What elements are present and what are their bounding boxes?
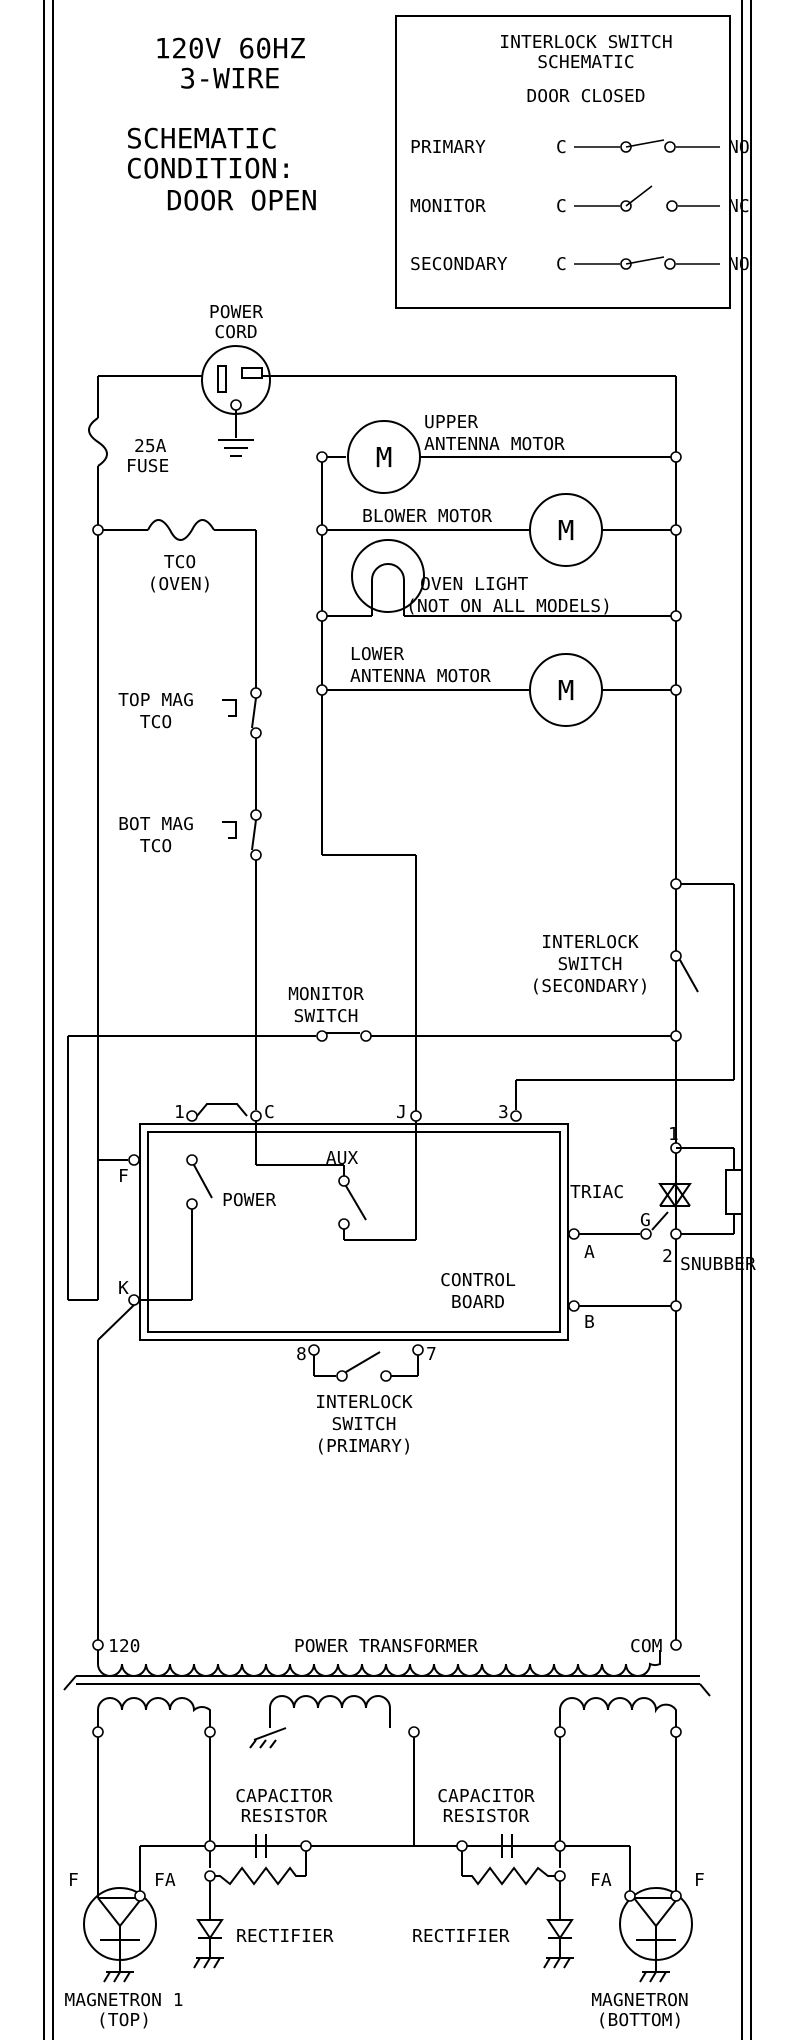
triac-label: TRIAC: [570, 1182, 624, 1203]
cap-res-left-label: RESISTOR: [241, 1806, 328, 1827]
power-cord: POWER CORD: [201, 302, 271, 457]
legend-row-common: C: [556, 137, 567, 158]
legend-row-state: NO: [728, 137, 750, 158]
magnetron-top-label: (TOP): [97, 2010, 151, 2031]
tco-oven-symbol: [147, 519, 215, 541]
cap-res-right-label: CAPACITOR: [437, 1786, 535, 1807]
rectifier-left-label: RECTIFIER: [236, 1926, 334, 1947]
magnetron-bottom-label: MAGNETRON: [591, 1990, 689, 2011]
rectifier-right-diode: [546, 1919, 574, 1940]
bot-mag-tco-label: BOT MAG: [118, 814, 194, 835]
supply-rating: 120V 60HZ: [154, 32, 306, 65]
rectifier-right-label: RECTIFIER: [412, 1926, 510, 1947]
pin-label: G: [640, 1210, 651, 1231]
legend-row-name: SECONDARY: [410, 254, 508, 275]
motor-symbol: M: [376, 441, 393, 474]
snubber-resistor: [725, 1169, 743, 1215]
legend-subtitle: DOOR CLOSED: [526, 86, 645, 107]
pin-label: J: [396, 1102, 407, 1123]
pin-label: FA: [590, 1870, 612, 1891]
rectifier-left-diode: [196, 1919, 224, 1940]
interlock-primary-label: (PRIMARY): [315, 1436, 413, 1457]
pin-label: F: [68, 1870, 79, 1891]
pin-label: K: [118, 1278, 129, 1299]
pin-label: 7: [426, 1344, 437, 1365]
power-cord-label: CORD: [214, 322, 257, 343]
tco-oven-label: (OVEN): [147, 574, 212, 595]
interlock-secondary-label: SWITCH: [557, 954, 622, 975]
interlock-secondary-label: INTERLOCK: [541, 932, 639, 953]
oven-light-label: (NOT ON ALL MODELS): [406, 596, 612, 617]
tco-oven-label: TCO: [164, 552, 197, 573]
pin-label: 1: [668, 1124, 679, 1145]
oven-light: [351, 539, 425, 613]
cap-res-left-label: CAPACITOR: [235, 1786, 333, 1807]
pin-label: 3: [498, 1102, 509, 1123]
lower-antenna-label: ANTENNA MOTOR: [350, 666, 491, 687]
interlock-primary-label: SWITCH: [331, 1414, 396, 1435]
magnetron-top-label: MAGNETRON 1: [64, 1990, 183, 2011]
legend-row-name: MONITOR: [410, 196, 486, 217]
interlock-primary-label: INTERLOCK: [315, 1392, 413, 1413]
fuse-label: FUSE: [126, 456, 169, 477]
cap-res-right-label: RESISTOR: [443, 1806, 530, 1827]
control-board-label: CONTROL: [440, 1270, 516, 1291]
pin-label: 8: [296, 1344, 307, 1365]
legend-row-name: PRIMARY: [410, 137, 486, 158]
legend-row-common: C: [556, 254, 567, 275]
power-cord-label: POWER: [209, 302, 263, 323]
fuse-label: 25A: [134, 436, 167, 457]
pin-label: C: [264, 1102, 275, 1123]
resistor-right: [462, 1866, 556, 1886]
control-board-label: BOARD: [451, 1292, 505, 1313]
snubber-label: SNUBBER: [680, 1254, 756, 1275]
pin-label: B: [584, 1312, 595, 1333]
control-board: CONTROL BOARD: [139, 1123, 569, 1341]
upper-antenna-label: UPPER: [424, 412, 478, 433]
transformer-label: POWER TRANSFORMER: [294, 1636, 478, 1657]
power-relay-label: POWER: [222, 1190, 276, 1211]
condition-label: SCHEMATIC: [126, 122, 278, 155]
interlock-secondary-label: (SECONDARY): [530, 976, 649, 997]
tap-label: 120: [108, 1636, 141, 1657]
top-mag-tco-label: TOP MAG: [118, 690, 194, 711]
magnetron-bottom-label: (BOTTOM): [597, 2010, 684, 2031]
legend-row-state: NC: [728, 196, 750, 217]
legend-title: INTERLOCK SWITCH: [499, 32, 672, 53]
top-mag-tco-label: TCO: [140, 712, 173, 733]
pin-label: F: [694, 1870, 705, 1891]
tap-label: COM: [630, 1636, 663, 1657]
legend-row-common: C: [556, 196, 567, 217]
condition-label: CONDITION:: [126, 152, 295, 185]
magnetron-bottom: [619, 1887, 693, 1983]
pin-label: A: [584, 1242, 595, 1263]
pin-label: F: [118, 1166, 129, 1187]
blower-label: BLOWER MOTOR: [362, 506, 492, 527]
magnetron-top: [83, 1887, 157, 1983]
upper-antenna-label: ANTENNA MOTOR: [424, 434, 565, 455]
motor-symbol: M: [558, 674, 575, 707]
lower-antenna-label: LOWER: [350, 644, 404, 665]
triac: [640, 1182, 692, 1240]
interlock-legend: INTERLOCK SWITCH SCHEMATIC DOOR CLOSED P…: [395, 15, 750, 309]
motor-symbol: M: [558, 514, 575, 547]
bot-mag-tco-label: TCO: [140, 836, 173, 857]
pin-label: 2: [662, 1246, 673, 1267]
monitor-switch-label: MONITOR: [288, 984, 364, 1005]
pin-label: FA: [154, 1870, 176, 1891]
supply-wiring: 3-WIRE: [179, 62, 280, 95]
resistor-left: [212, 1866, 306, 1886]
condition-value: DOOR OPEN: [166, 184, 318, 217]
legend-title: SCHEMATIC: [537, 52, 635, 73]
pin-label: 1: [174, 1102, 185, 1123]
legend-row-state: NO: [728, 254, 750, 275]
aux-label: AUX: [326, 1148, 359, 1169]
fuse-symbol: [88, 417, 108, 467]
oven-light-label: OVEN LIGHT: [420, 574, 529, 595]
monitor-switch-label: SWITCH: [293, 1006, 358, 1027]
